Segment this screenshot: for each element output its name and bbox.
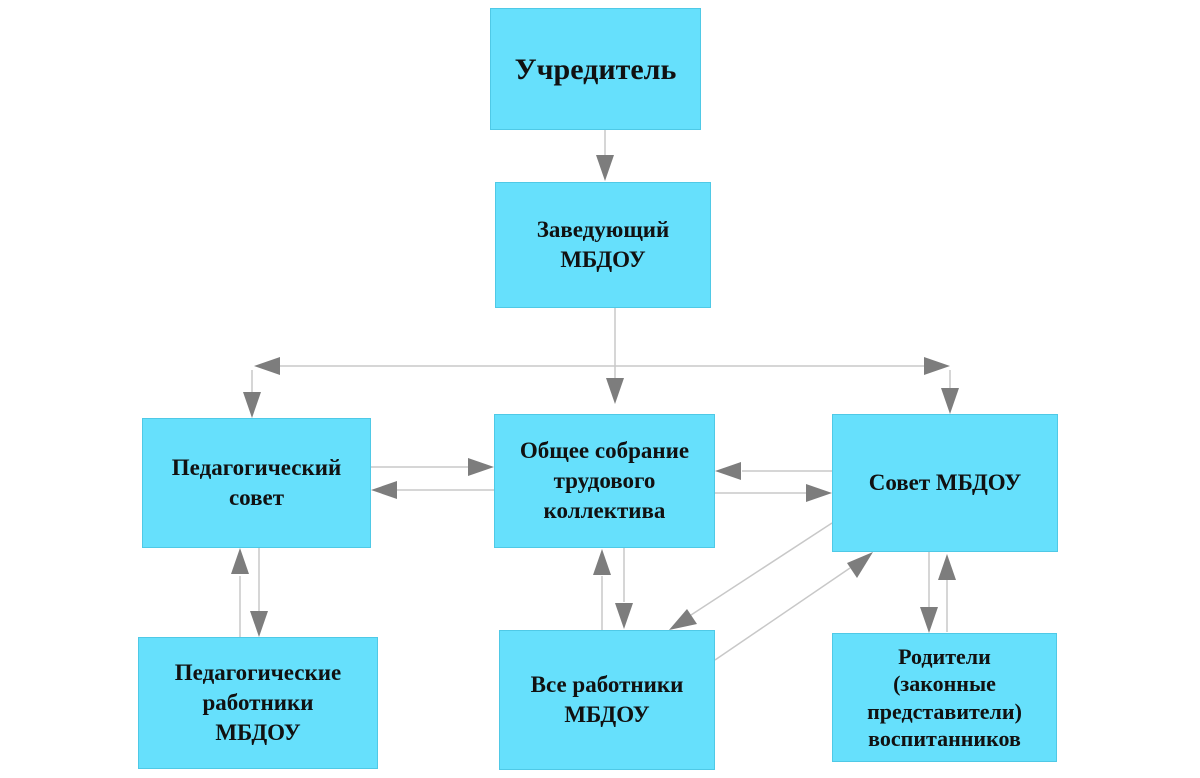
- node-all-staff-label-line2: МБДОУ: [564, 702, 650, 727]
- node-council-label: Совет МБДОУ: [868, 470, 1022, 496]
- arrowhead-bus-left: [254, 357, 280, 375]
- arrowhead-to-assembly-right: [715, 462, 741, 480]
- arrowhead-ped-council: [243, 392, 261, 418]
- node-parents-label-line1: Родители: [898, 643, 991, 669]
- arrowhead-to-ped-council-bottom: [231, 548, 249, 574]
- arrowhead-to-council-bottom: [938, 554, 956, 580]
- arrowhead-to-ped-council: [371, 481, 397, 499]
- node-founder-label: Учредитель: [514, 52, 677, 86]
- node-pedagogical-council-label-line1: Педагогический: [171, 455, 342, 481]
- arrowhead-to-all-staff-diag: [669, 609, 697, 630]
- node-all-staff: Все работники МБДОУ: [499, 630, 715, 770]
- arrowhead-to-assembly-left: [468, 458, 494, 476]
- node-pedagogical-staff-label-line2: работники: [202, 690, 314, 716]
- node-council: Совет МБДОУ: [832, 414, 1058, 552]
- arrowhead-to-council: [806, 484, 832, 502]
- arrowhead-to-ped-staff: [250, 611, 268, 637]
- node-pedagogical-council-label-line2: совет: [228, 485, 285, 510]
- connector-council-to-all-staff: [690, 522, 833, 616]
- node-general-assembly-label-line3: коллектива: [543, 497, 666, 523]
- arrowhead-to-parents: [920, 607, 938, 633]
- node-all-staff-label-line1: Все работники: [530, 672, 684, 698]
- node-head-label-line2: МБДОУ: [560, 247, 646, 272]
- node-head-label-line1: Заведующий: [536, 217, 670, 243]
- node-parents-label-line3: представители): [867, 698, 1022, 724]
- node-head: Заведующий МБДОУ: [495, 182, 711, 308]
- node-parents-label-line4: воспитанников: [868, 726, 1021, 751]
- node-pedagogical-staff-label-line3: МБДОУ: [215, 719, 301, 745]
- arrowhead-to-council-diag: [847, 552, 873, 578]
- node-pedagogical-staff-label-line1: Педагогические: [174, 660, 342, 686]
- arrowhead-bus-right: [924, 357, 950, 375]
- node-general-assembly: Общее собрание трудового коллектива: [494, 414, 715, 548]
- connector-all-staff-to-council: [714, 567, 851, 661]
- node-parents: Родители (законные представители) воспит…: [832, 633, 1057, 762]
- arrowhead-to-assembly-bottom: [593, 549, 611, 575]
- arrowhead-to-all-staff: [615, 603, 633, 629]
- node-parents-label-line2: (законные: [893, 671, 996, 696]
- node-founder: Учредитель: [490, 8, 701, 130]
- arrowhead-council: [941, 388, 959, 414]
- node-general-assembly-label-line1: Общее собрание: [519, 438, 690, 464]
- arrowhead-founder-head: [596, 155, 614, 181]
- node-pedagogical-council: Педагогический совет: [142, 418, 371, 548]
- node-general-assembly-label-line2: трудового: [553, 468, 656, 494]
- node-pedagogical-staff: Педагогические работники МБДОУ: [138, 637, 378, 769]
- arrowhead-assembly: [606, 378, 624, 404]
